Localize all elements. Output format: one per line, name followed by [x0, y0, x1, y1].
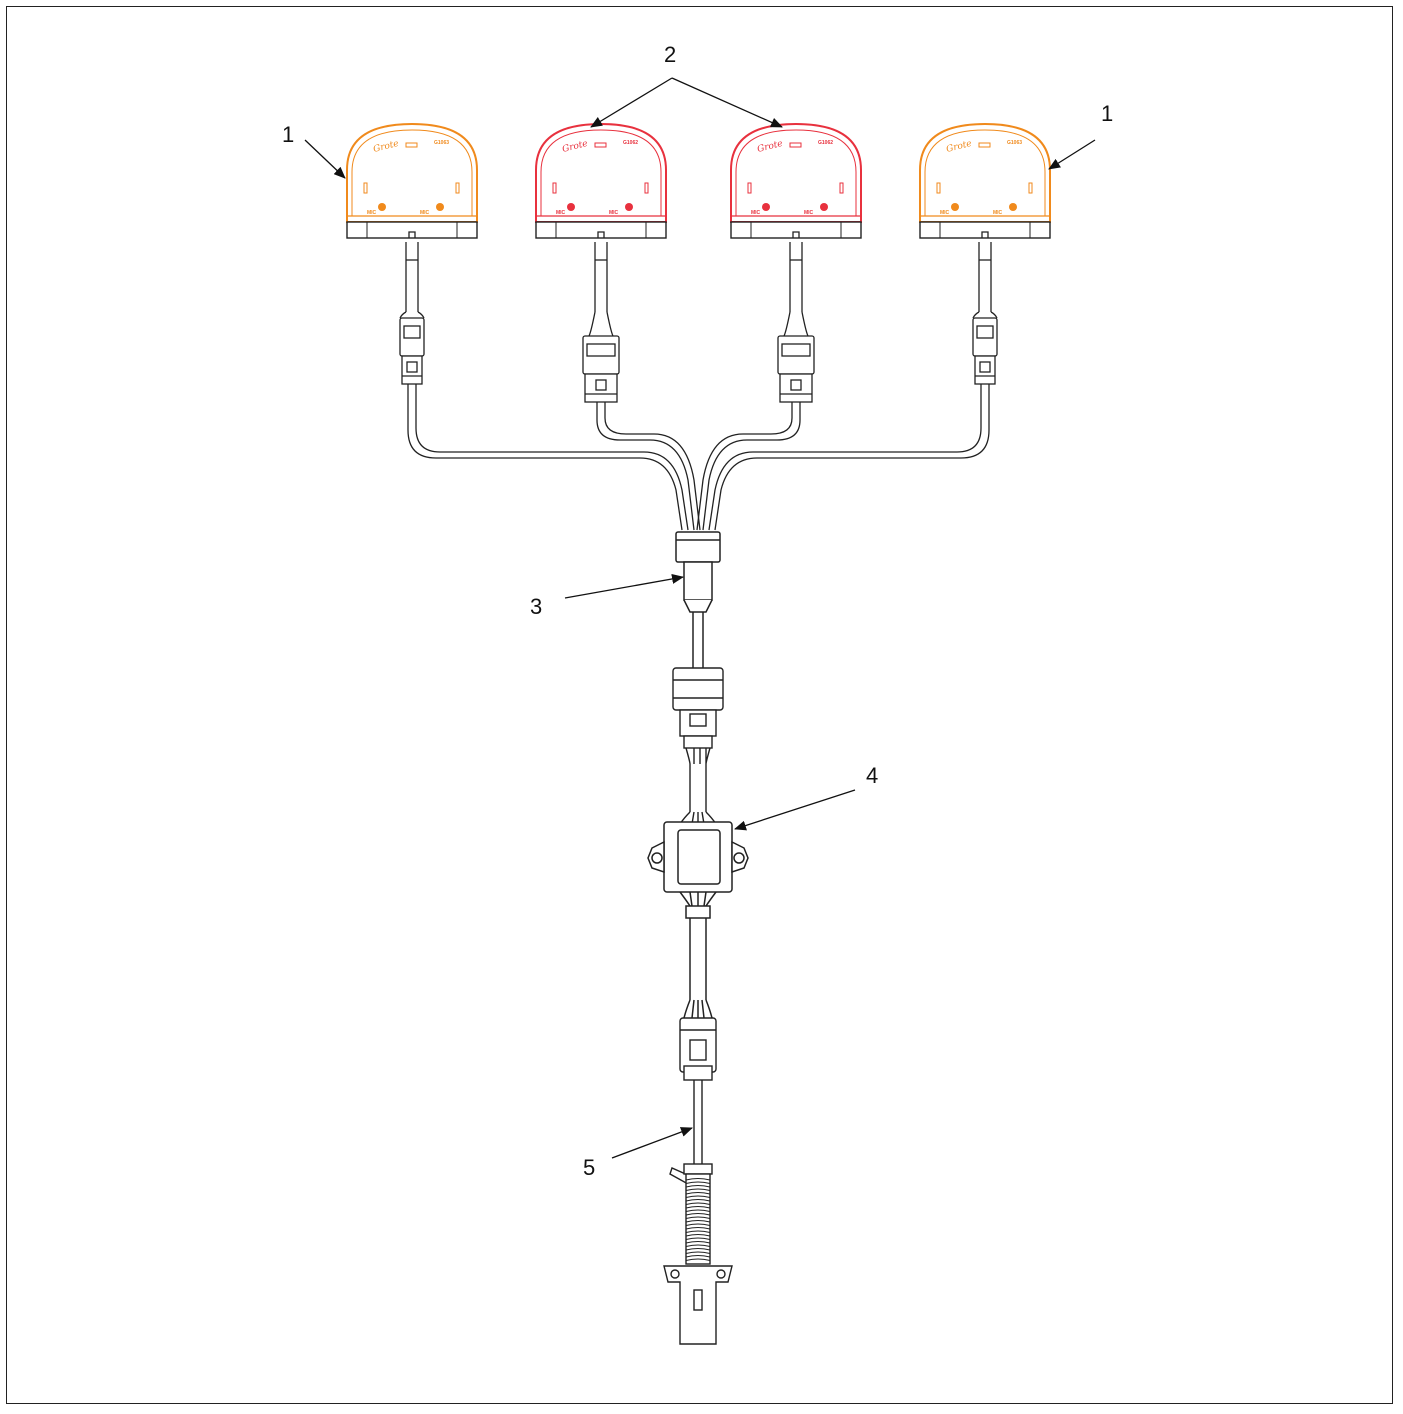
- lamp-pigtail-connector-4: [972, 231, 998, 405]
- callout-1-left-arrow: [304, 139, 346, 179]
- seven-way-plug: [663, 1163, 733, 1345]
- callouts: [304, 77, 1096, 1159]
- callout-1-right-arrow: [1048, 139, 1096, 170]
- callout-4-arrow: [734, 789, 856, 831]
- callout-4-label: 4: [866, 763, 878, 788]
- lamp-mark-left: MIC: [367, 210, 377, 216]
- callout-5-label: 5: [583, 1155, 595, 1180]
- lamp-part-text: G1062: [818, 140, 833, 146]
- callout-3-arrow: [564, 574, 684, 599]
- callout-1-right-label: 1: [1101, 101, 1113, 126]
- lamp-mark-right: MIC: [609, 210, 619, 216]
- lamp-mark-left: MIC: [751, 210, 761, 216]
- lamp-pigtail-connector-1: [399, 231, 425, 405]
- lamp-mark-left: MIC: [556, 210, 566, 216]
- callout-2-right-arrow: [671, 77, 783, 128]
- lamp-mark-right: MIC: [804, 210, 814, 216]
- lamp-part-text: G1062: [623, 140, 638, 146]
- lamp-mark-left: MIC: [940, 210, 950, 216]
- lamp-pigtails: [399, 231, 998, 405]
- callout-2-left-arrow: [590, 77, 673, 128]
- callout-1-left-label: 1: [282, 122, 294, 147]
- callout-3-label: 3: [530, 594, 542, 619]
- callout-2-label: 2: [664, 42, 676, 67]
- control-module: [647, 821, 749, 1019]
- main-connector-lower: [679, 1017, 717, 1164]
- main-connector-upper: [672, 667, 724, 825]
- lamp-part-text: G1063: [434, 140, 449, 146]
- lamp-pigtail-connector-3: [777, 231, 815, 405]
- lamp-pigtail-connector-2: [582, 231, 620, 405]
- lamp-mark-right: MIC: [993, 210, 1003, 216]
- diagram-frame: [6, 6, 1393, 1404]
- junction-sleeve: [675, 531, 721, 668]
- lamp-mark-right: MIC: [420, 210, 430, 216]
- branch-wires: [407, 405, 990, 531]
- lamp-part-text: G1063: [1007, 140, 1022, 146]
- callout-5-arrow: [611, 1127, 693, 1159]
